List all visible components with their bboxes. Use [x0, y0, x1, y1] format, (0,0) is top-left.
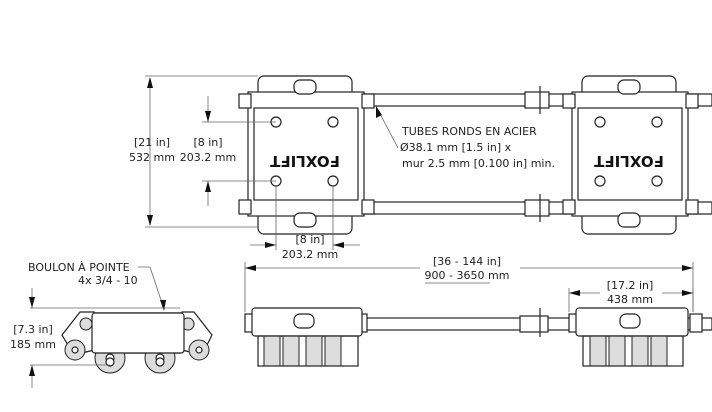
- dimension-bolt-vertical: [8 in] 203.2 mm: [180, 96, 276, 206]
- note-text: Ø38.1 mm [1.5 in] x: [400, 141, 512, 154]
- dimension-label: 203.2 mm: [282, 248, 338, 261]
- note-text: TUBES RONDS EN ACIER: [401, 125, 537, 138]
- roller-unit-left-top: FOXLIFT: [238, 75, 375, 235]
- dimension-label: [21 in]: [134, 136, 170, 149]
- dimension-bolt-horizontal: [8 in] 203.2 mm: [250, 186, 360, 261]
- dimension-label: 900 - 3650 mm: [425, 269, 510, 282]
- dimension-label: [17.2 in]: [607, 279, 654, 292]
- front-view: [36 - 144 in] 900 - 3650 mm [17.2 in] 43…: [244, 255, 712, 367]
- dimension-label: [8 in]: [193, 136, 222, 149]
- dimension-label: [36 - 144 in]: [433, 255, 501, 268]
- top-view: FOXLIFT FOXLIFT [21 in] 532 mm: [129, 75, 712, 261]
- bolt-note: BOULON À POINTE 4x 3/4 - 10: [28, 261, 166, 311]
- note-text: BOULON À POINTE: [28, 261, 130, 274]
- roller-unit-left-front: [244, 307, 368, 367]
- dimension-label: 185 mm: [10, 338, 56, 351]
- dimension-height: [7.3 in] 185 mm: [10, 288, 180, 388]
- note-text: 4x 3/4 - 10: [78, 274, 138, 287]
- dimension-label: 532 mm: [129, 151, 175, 164]
- dimension-overall-length: [36 - 144 in] 900 - 3650 mm: [244, 255, 694, 312]
- dimension-label: 203.2 mm: [180, 151, 236, 164]
- dimension-overall-height: [21 in] 532 mm: [129, 75, 258, 228]
- roller-unit-right-front: [568, 307, 703, 367]
- dimension-label: [8 in]: [295, 233, 324, 246]
- logo: FOXLIFT: [269, 152, 339, 170]
- dimension-unit-length: [17.2 in] 438 mm: [568, 279, 694, 312]
- dimension-label: [7.3 in]: [13, 323, 53, 336]
- note-text: mur 2.5 mm [0.100 in] min.: [402, 157, 555, 170]
- side-view: BOULON À POINTE 4x 3/4 - 10 [7.3 in] 185…: [10, 261, 213, 388]
- dimension-label: 438 mm: [607, 293, 653, 306]
- logo: FOXLIFT: [593, 152, 663, 170]
- tube-note: TUBES RONDS EN ACIER Ø38.1 mm [1.5 in] x…: [376, 106, 555, 170]
- roller-unit-right-top: FOXLIFT: [562, 75, 699, 235]
